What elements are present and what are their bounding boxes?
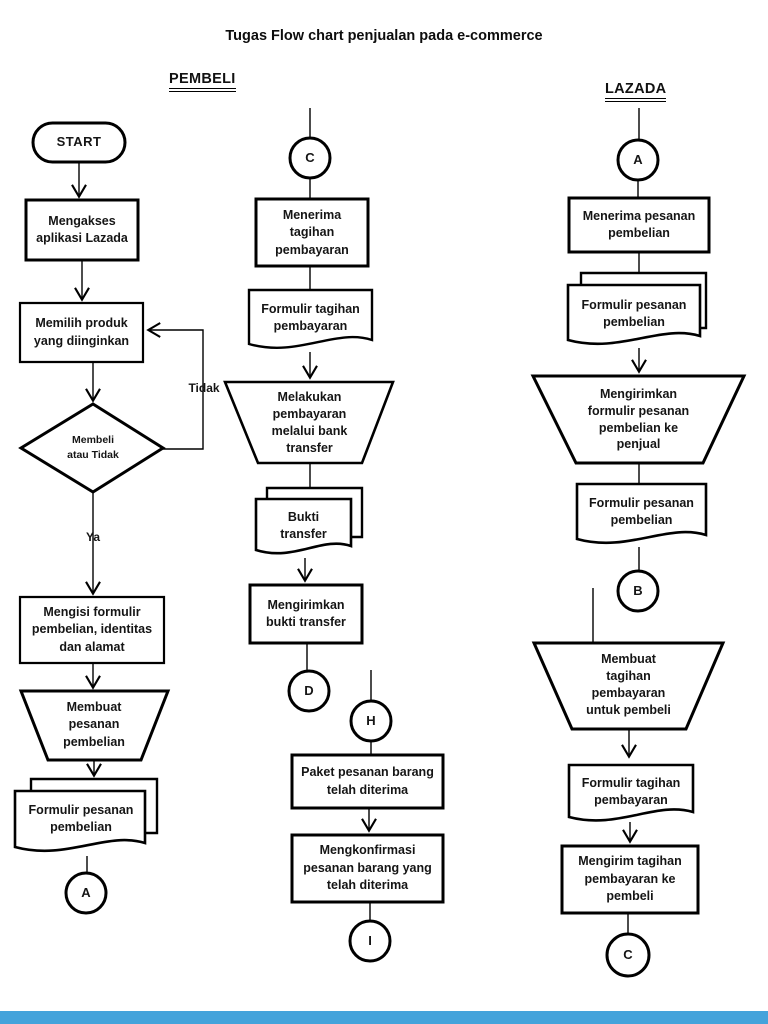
connector-a-kanan-label: A bbox=[633, 151, 643, 167]
connector-d-shape bbox=[289, 671, 329, 711]
kirim-form-manual-shape bbox=[533, 376, 744, 463]
page-title: Tugas Flow chart penjualan pada e-commer… bbox=[225, 28, 543, 44]
akses-process-shape bbox=[26, 200, 138, 260]
connector-i-label: I bbox=[368, 932, 372, 948]
pilih-process-shape bbox=[20, 303, 143, 362]
buat-tagihan-manual-shape bbox=[534, 643, 723, 729]
form-pesanan-kiri-document-shape bbox=[15, 791, 145, 851]
start-terminator-shape bbox=[33, 123, 125, 162]
mengisi-process-label: Mengisi formulir pembelian, identitas da… bbox=[31, 604, 153, 654]
connector-h-shape bbox=[351, 701, 391, 741]
connector-a-kanan-shape bbox=[618, 140, 658, 180]
kirim-bukti-process-label: Mengirimkan bukti transfer bbox=[266, 597, 346, 630]
mengisi-process-shape bbox=[20, 597, 164, 663]
edge-label-tidak: Tidak bbox=[188, 381, 220, 396]
buat-tagihan-manual-label: Membuat tagihan pembayaran untuk pembeli bbox=[586, 652, 671, 717]
terima-tagihan-process-label: Menerima tagihan pembayaran bbox=[275, 207, 349, 257]
buat-pesanan-manual-label: Membuat pesanan pembelian bbox=[63, 699, 125, 749]
connector-c-tengah-label: C bbox=[305, 149, 315, 165]
pilih-process-label: Memilih produk yang diinginkan bbox=[33, 316, 130, 348]
connector-a-kiri-label: A bbox=[81, 884, 91, 900]
connector-h-label: H bbox=[366, 712, 376, 728]
terima-pesanan-process-label: Menerima pesanan pembelian bbox=[582, 208, 696, 241]
connector-i-shape bbox=[350, 921, 390, 961]
form-pesanan-kiri-document-label: Formulir pesanan pembelian bbox=[28, 802, 134, 835]
form-tagihan-tengah-document-shape bbox=[249, 290, 372, 348]
connector-c-kanan-shape bbox=[607, 934, 649, 976]
akses-process-label: Mengakses aplikasi Lazada bbox=[36, 213, 128, 246]
form-pesanan-kanan1-document-shape bbox=[568, 285, 700, 344]
column-header-pembeli: PEMBELI bbox=[169, 71, 236, 92]
start-terminator-label: START bbox=[56, 134, 102, 150]
kirim-tagihan-process-shape bbox=[562, 846, 698, 913]
kirim-bukti-process-shape bbox=[250, 585, 362, 643]
connector-c-tengah-shape bbox=[290, 138, 330, 178]
konfirmasi-process-shape bbox=[292, 835, 443, 902]
connector-c-kanan-label: C bbox=[623, 946, 633, 962]
terima-tagihan-process-shape bbox=[256, 199, 368, 266]
kirim-tagihan-process-label: Mengirim tagihan pembayaran ke pembeli bbox=[578, 854, 682, 904]
form-pesanan-kanan1-document-label: Formulir pesanan pembelian bbox=[581, 297, 687, 330]
paket-process-shape bbox=[292, 755, 443, 808]
form-tagihan-kanan-document-label: Formulir tagihan pembayaran bbox=[581, 775, 681, 808]
form-pesanan-kanan2-document-shape bbox=[577, 484, 706, 543]
bayar-manual-label: Melakukan pembayaran melalui bank transf… bbox=[271, 390, 348, 455]
bayar-manual-shape bbox=[225, 382, 393, 463]
bukti-document-shape bbox=[256, 499, 351, 553]
bukti-document-label: Bukti transfer bbox=[280, 509, 327, 542]
paket-process-label: Paket pesanan barang telah diterima bbox=[301, 765, 434, 797]
form-tagihan-kanan-document-shape bbox=[569, 765, 693, 820]
connector-d-label: D bbox=[304, 682, 314, 698]
buat-pesanan-manual-shape bbox=[21, 691, 168, 760]
connector-lines bbox=[79, 108, 639, 934]
form-tagihan-tengah-document-label: Formulir tagihan pembayaran bbox=[261, 301, 360, 334]
column-header-lazada: LAZADA bbox=[605, 81, 667, 102]
edge-tidak-loop bbox=[149, 330, 203, 449]
edge-label-ya: Ya bbox=[85, 530, 100, 545]
bottom-accent-bar bbox=[0, 1011, 768, 1024]
connector-a-kiri-shape bbox=[66, 873, 106, 913]
beli-decision-shape bbox=[21, 404, 163, 492]
terima-pesanan-process-shape bbox=[569, 198, 709, 252]
kirim-form-manual-label: Mengirimkan formulir pesanan pembelian k… bbox=[587, 386, 690, 452]
connector-b-label: B bbox=[633, 582, 643, 598]
form-pesanan-kanan2-document-label: Formulir pesanan pembelian bbox=[589, 495, 694, 528]
beli-decision-label: Membeli atau Tidak bbox=[67, 434, 119, 461]
connector-b-shape bbox=[618, 571, 658, 611]
konfirmasi-process-label: Mengkonfirmasi pesanan barang yang telah… bbox=[303, 843, 432, 893]
